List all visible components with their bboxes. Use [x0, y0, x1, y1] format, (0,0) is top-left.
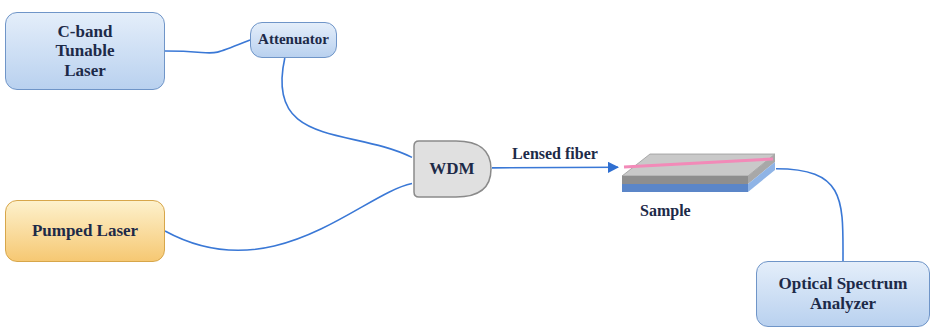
node-label: Optical Spectrum Analyzer [768, 274, 918, 313]
node-label: WDM [429, 159, 474, 179]
osa-box: Optical Spectrum Analyzer [756, 261, 930, 327]
fiber-connector [492, 166, 618, 168]
laser-box: C-band Tunable Laser [5, 12, 165, 90]
fiber-connector [282, 58, 412, 157]
fiber-connector [165, 184, 412, 251]
node-label: Attenuator [258, 31, 329, 48]
attenuator-box: Attenuator [250, 22, 337, 58]
edge-label: Lensed fiber [510, 145, 600, 163]
pump-laser-box: Pumped Laser [5, 200, 165, 262]
wdm-coupler: WDM [412, 140, 492, 198]
sample-chip: Sample [620, 150, 776, 222]
fiber-connector [776, 169, 843, 261]
node-label: Pumped Laser [32, 221, 138, 241]
node-label: Sample [640, 202, 691, 220]
fiber-connector [165, 40, 250, 53]
node-label: C-band Tunable Laser [40, 22, 130, 81]
